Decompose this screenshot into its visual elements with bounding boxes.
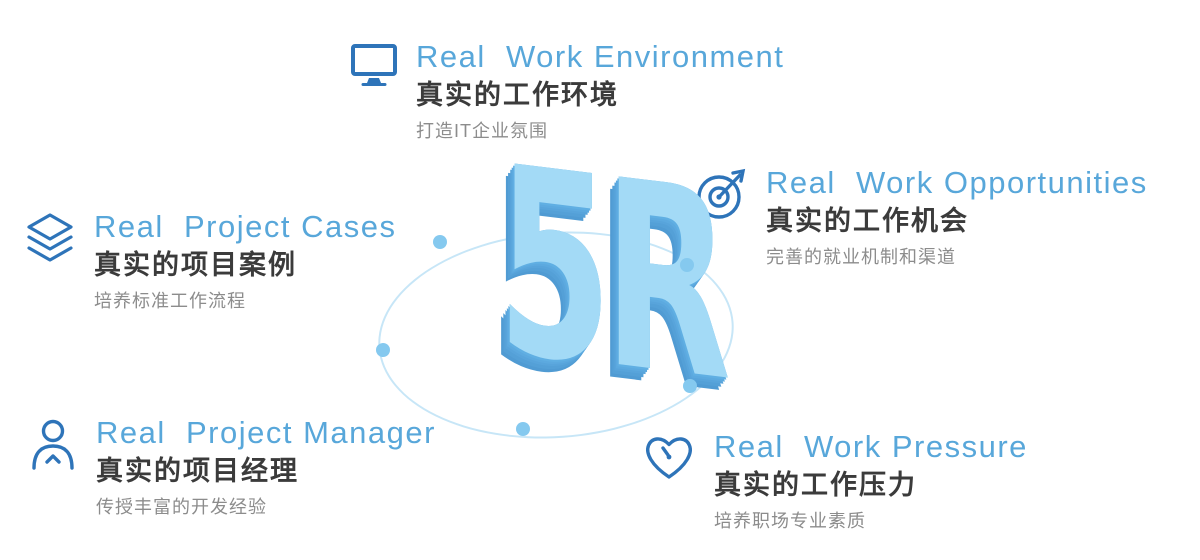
person-icon	[28, 418, 78, 479]
center-5r-logo: 5R 5R	[497, 111, 723, 447]
feature-desc: 完善的就业机制和渠道	[766, 246, 956, 267]
orbit-dot	[683, 379, 697, 393]
orbit-dot	[516, 422, 530, 436]
center-5r-face: 5R	[497, 111, 723, 439]
feature-title-zh: 真实的项目经理	[96, 456, 299, 487]
feature-project-cases: Real Project Cases 真实的项目案例 培养标准工作流程	[24, 209, 397, 312]
feature-project-manager: Real Project Manager 真实的项目经理 传授丰富的开发经验	[28, 415, 436, 518]
feature-title-zh: 真实的工作压力	[714, 470, 917, 501]
feature-desc: 培养标准工作流程	[94, 290, 246, 311]
feature-title-en: Real Project Cases	[94, 209, 397, 244]
orbit-dot	[680, 258, 694, 272]
feature-title-zh: 真实的工作环境	[416, 80, 619, 111]
feature-title-en: Real Work Environment	[416, 39, 785, 74]
feature-title-en: Real Project Manager	[96, 415, 436, 450]
heart-gauge-icon	[642, 432, 696, 487]
feature-title-zh: 真实的工作机会	[766, 206, 969, 237]
layers-icon	[24, 212, 76, 271]
feature-title-en: Real Work Pressure	[714, 429, 1028, 464]
orbit-dot	[433, 235, 447, 249]
feature-work-opportunities: Real Work Opportunities 真实的工作机会 完善的就业机制和…	[694, 165, 1148, 268]
orbit-dot	[376, 343, 390, 357]
feature-work-environment: Real Work Environment 真实的工作环境 打造IT企业氛围	[350, 39, 785, 142]
feature-desc: 打造IT企业氛围	[416, 120, 548, 141]
feature-work-pressure: Real Work Pressure 真实的工作压力 培养职场专业素质	[642, 429, 1028, 532]
feature-title-zh: 真实的项目案例	[94, 250, 297, 281]
monitor-icon	[350, 42, 398, 93]
target-arrow-icon	[694, 168, 748, 227]
feature-desc: 传授丰富的开发经验	[96, 496, 267, 517]
feature-title-en: Real Work Opportunities	[766, 165, 1148, 200]
feature-desc: 培养职场专业素质	[714, 510, 866, 531]
